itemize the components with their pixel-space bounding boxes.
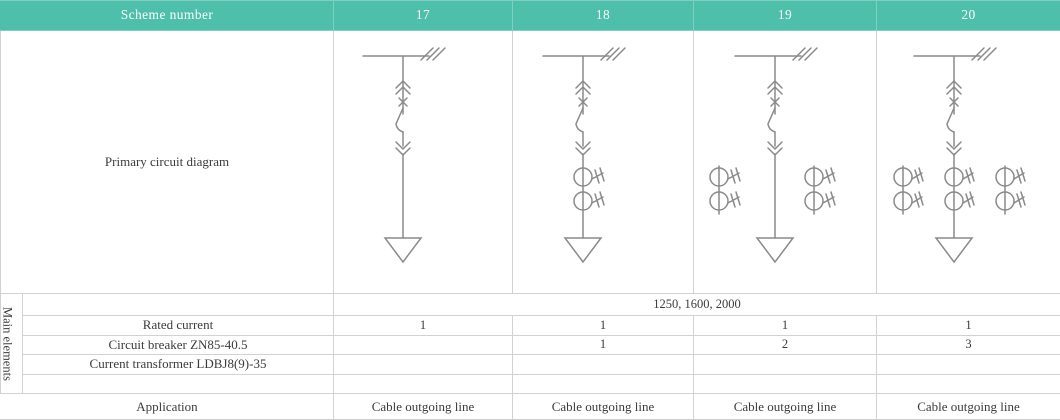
current-transformer-20 <box>876 354 1060 375</box>
blank-value-17 <box>333 373 513 395</box>
row-label-current-transformer: Current transformer LDBJ8(9)-35 <box>22 354 334 375</box>
row-label-blank-bottom <box>22 373 334 395</box>
header-scheme-17: 17 <box>333 0 513 31</box>
row-label-blank-top <box>22 293 334 316</box>
diagram-scheme-18 <box>512 29 694 295</box>
diagram-scheme-20 <box>876 29 1060 295</box>
current-transformer-left <box>892 165 924 215</box>
circuit-breaker-18: 1 <box>512 334 694 356</box>
row-label-application: Application <box>0 393 334 420</box>
current-transformer-18 <box>512 354 694 375</box>
application-18: Cable outgoing line <box>512 393 694 420</box>
diagram-scheme-17 <box>333 29 513 295</box>
blank-value-20 <box>876 373 1060 395</box>
current-transformer-right <box>804 165 836 215</box>
current-transformer-left <box>709 165 741 215</box>
circuit-diagram-18-svg <box>542 47 626 264</box>
header-scheme-19: 19 <box>693 0 877 31</box>
circuit-breaker-17 <box>333 334 513 356</box>
rated-current-17: 1 <box>333 315 513 336</box>
current-transformer-center <box>573 167 605 211</box>
application-row: Application Cable outgoing line Cable ou… <box>0 393 1060 420</box>
header-scheme-number-label: Scheme number <box>0 0 334 31</box>
primary-circuit-diagram-row: Primary circuit diagram <box>0 29 1060 295</box>
current-transformer-center <box>943 167 975 211</box>
primary-circuit-diagram-label: Primary circuit diagram <box>0 29 334 295</box>
diagram-scheme-19 <box>693 29 877 295</box>
circuit-breaker-row: Circuit breaker ZN85-40.5 1 2 3 <box>1 334 1060 356</box>
current-transformer-17 <box>333 354 513 375</box>
application-17: Cable outgoing line <box>333 393 513 420</box>
rated-current-19: 1 <box>693 315 877 336</box>
current-transformer-19 <box>693 354 877 375</box>
current-transformer-row: Current transformer LDBJ8(9)-35 <box>1 354 1060 375</box>
rated-current-row: Rated current 1 1 1 1 <box>1 315 1060 336</box>
main-elements-label-cell: Main elements <box>0 293 23 395</box>
rated-current-18: 1 <box>512 315 694 336</box>
row-label-circuit-breaker: Circuit breaker ZN85-40.5 <box>22 334 334 356</box>
row-label-rated-current: Rated current <box>22 315 334 336</box>
blank-value-18 <box>512 373 694 395</box>
rated-current-span-row: Main elements 1250, 1600, 2000 <box>0 293 1060 395</box>
blank-value-19 <box>693 373 877 395</box>
table-header-row: Scheme number 17 18 19 20 <box>0 0 1060 31</box>
circuit-breaker-19: 2 <box>693 334 877 356</box>
header-scheme-20: 20 <box>876 0 1060 31</box>
circuit-diagram-20-svg <box>892 47 1026 264</box>
application-19: Cable outgoing line <box>693 393 877 420</box>
circuit-diagram-19-svg <box>709 47 836 264</box>
application-20: Cable outgoing line <box>876 393 1060 420</box>
circuit-diagram-17-svg <box>362 47 446 264</box>
circuit-breaker-20: 3 <box>876 334 1060 356</box>
blank-elements-row <box>1 373 1060 395</box>
current-transformer-right <box>994 165 1026 215</box>
rated-current-values-span: 1250, 1600, 2000 <box>333 293 1060 316</box>
rated-current-20: 1 <box>876 315 1060 336</box>
main-elements-label: Main elements <box>0 306 15 381</box>
header-scheme-18: 18 <box>512 0 694 31</box>
